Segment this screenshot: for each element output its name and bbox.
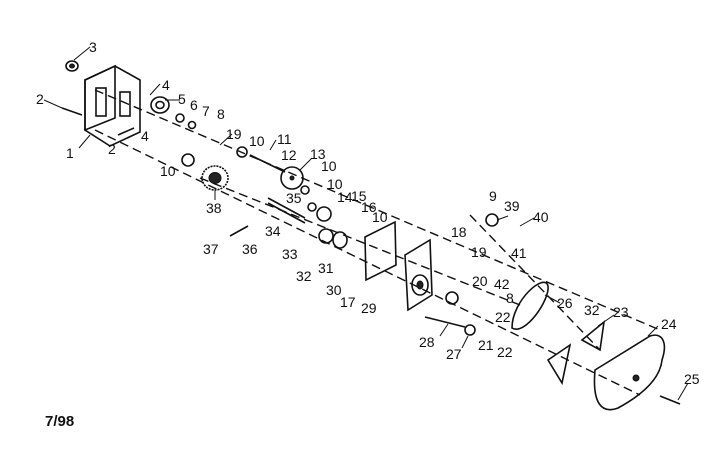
callout-11: 11 (277, 131, 292, 147)
callout-6: 6 (190, 97, 198, 113)
callout-16: 16 (361, 199, 377, 215)
callout-10: 10 (327, 176, 343, 192)
callout-26: 26 (557, 295, 573, 311)
shaft-12 (236, 146, 286, 173)
callout-22: 22 (495, 309, 511, 325)
callout-34: 34 (265, 223, 281, 239)
washer-3 (65, 60, 79, 72)
sprocket-20 (445, 291, 459, 305)
callout-25: 25 (684, 371, 700, 387)
shaft-34 (267, 197, 306, 224)
callout-14: 14 (337, 189, 353, 205)
chain-26 (511, 281, 549, 330)
callout-4: 4 (141, 128, 149, 144)
callout-10: 10 (372, 209, 388, 225)
callout-31: 31 (318, 260, 334, 276)
callout-19: 19 (471, 244, 487, 260)
callout-18: 18 (451, 224, 467, 240)
shafts-28-37 (229, 225, 476, 336)
callout-39: 39 (504, 198, 520, 214)
assembly-axis-lines (94, 89, 661, 396)
callout-4: 4 (162, 77, 170, 93)
callout-7: 7 (202, 103, 210, 119)
callout-42: 42 (494, 276, 510, 292)
callout-12: 12 (281, 147, 297, 163)
callout-3: 3 (89, 39, 97, 55)
callout-8: 8 (506, 290, 514, 306)
bracket-23 (546, 320, 606, 386)
callout-22: 22 (497, 344, 513, 360)
callout-8: 8 (217, 106, 225, 122)
callout-28: 28 (419, 334, 435, 350)
callout-37: 37 (203, 241, 219, 257)
gear-38 (201, 165, 229, 191)
callout-21: 21 (478, 337, 494, 353)
spacer-10-left (181, 153, 195, 167)
callout-2: 2 (36, 91, 44, 107)
part-callouts: 1 2 2 3 4 4 5 6 7 8 9 10 10 10 10 10 11 … (36, 39, 700, 387)
callout-23: 23 (613, 304, 629, 320)
callout-38: 38 (206, 200, 222, 216)
leader-lines (43, 46, 689, 401)
callout-30: 30 (326, 282, 342, 298)
screws-2 (61, 107, 135, 136)
callout-29: 29 (361, 300, 377, 316)
screw-25 (659, 395, 681, 405)
callout-20: 20 (472, 273, 488, 289)
callout-15: 15 (351, 188, 367, 204)
chain-cover-24 (593, 334, 666, 411)
callout-33: 33 (282, 246, 298, 262)
callout-13: 13 (310, 146, 326, 162)
callout-1: 1 (66, 145, 74, 161)
plate-18 (404, 238, 433, 312)
callout-35: 35 (286, 190, 302, 206)
callout-9: 9 (489, 188, 497, 204)
callout-19: 19 (226, 126, 242, 142)
washers-6-7 (175, 113, 197, 130)
callout-10: 10 (321, 158, 337, 174)
gasket-17 (364, 220, 397, 282)
callout-10: 10 (160, 163, 176, 179)
gear-13 (280, 166, 304, 190)
callout-27: 27 (446, 346, 462, 362)
callout-32: 32 (584, 302, 600, 318)
callout-24: 24 (661, 316, 677, 332)
callout-5: 5 (178, 91, 186, 107)
washers-10-14 (300, 185, 332, 222)
callout-36: 36 (242, 241, 258, 257)
sprocket-39 (485, 213, 499, 227)
callout-41: 41 (511, 245, 527, 261)
gearbox-housing (84, 64, 141, 147)
callout-2: 2 (108, 141, 116, 157)
bearing-5 (150, 96, 170, 114)
callout-32: 32 (296, 268, 312, 284)
date-code: 7/98 (45, 413, 75, 430)
gears-31-33 (318, 228, 348, 249)
callout-17: 17 (340, 294, 356, 310)
callout-40: 40 (533, 209, 549, 225)
callout-10: 10 (249, 133, 265, 149)
